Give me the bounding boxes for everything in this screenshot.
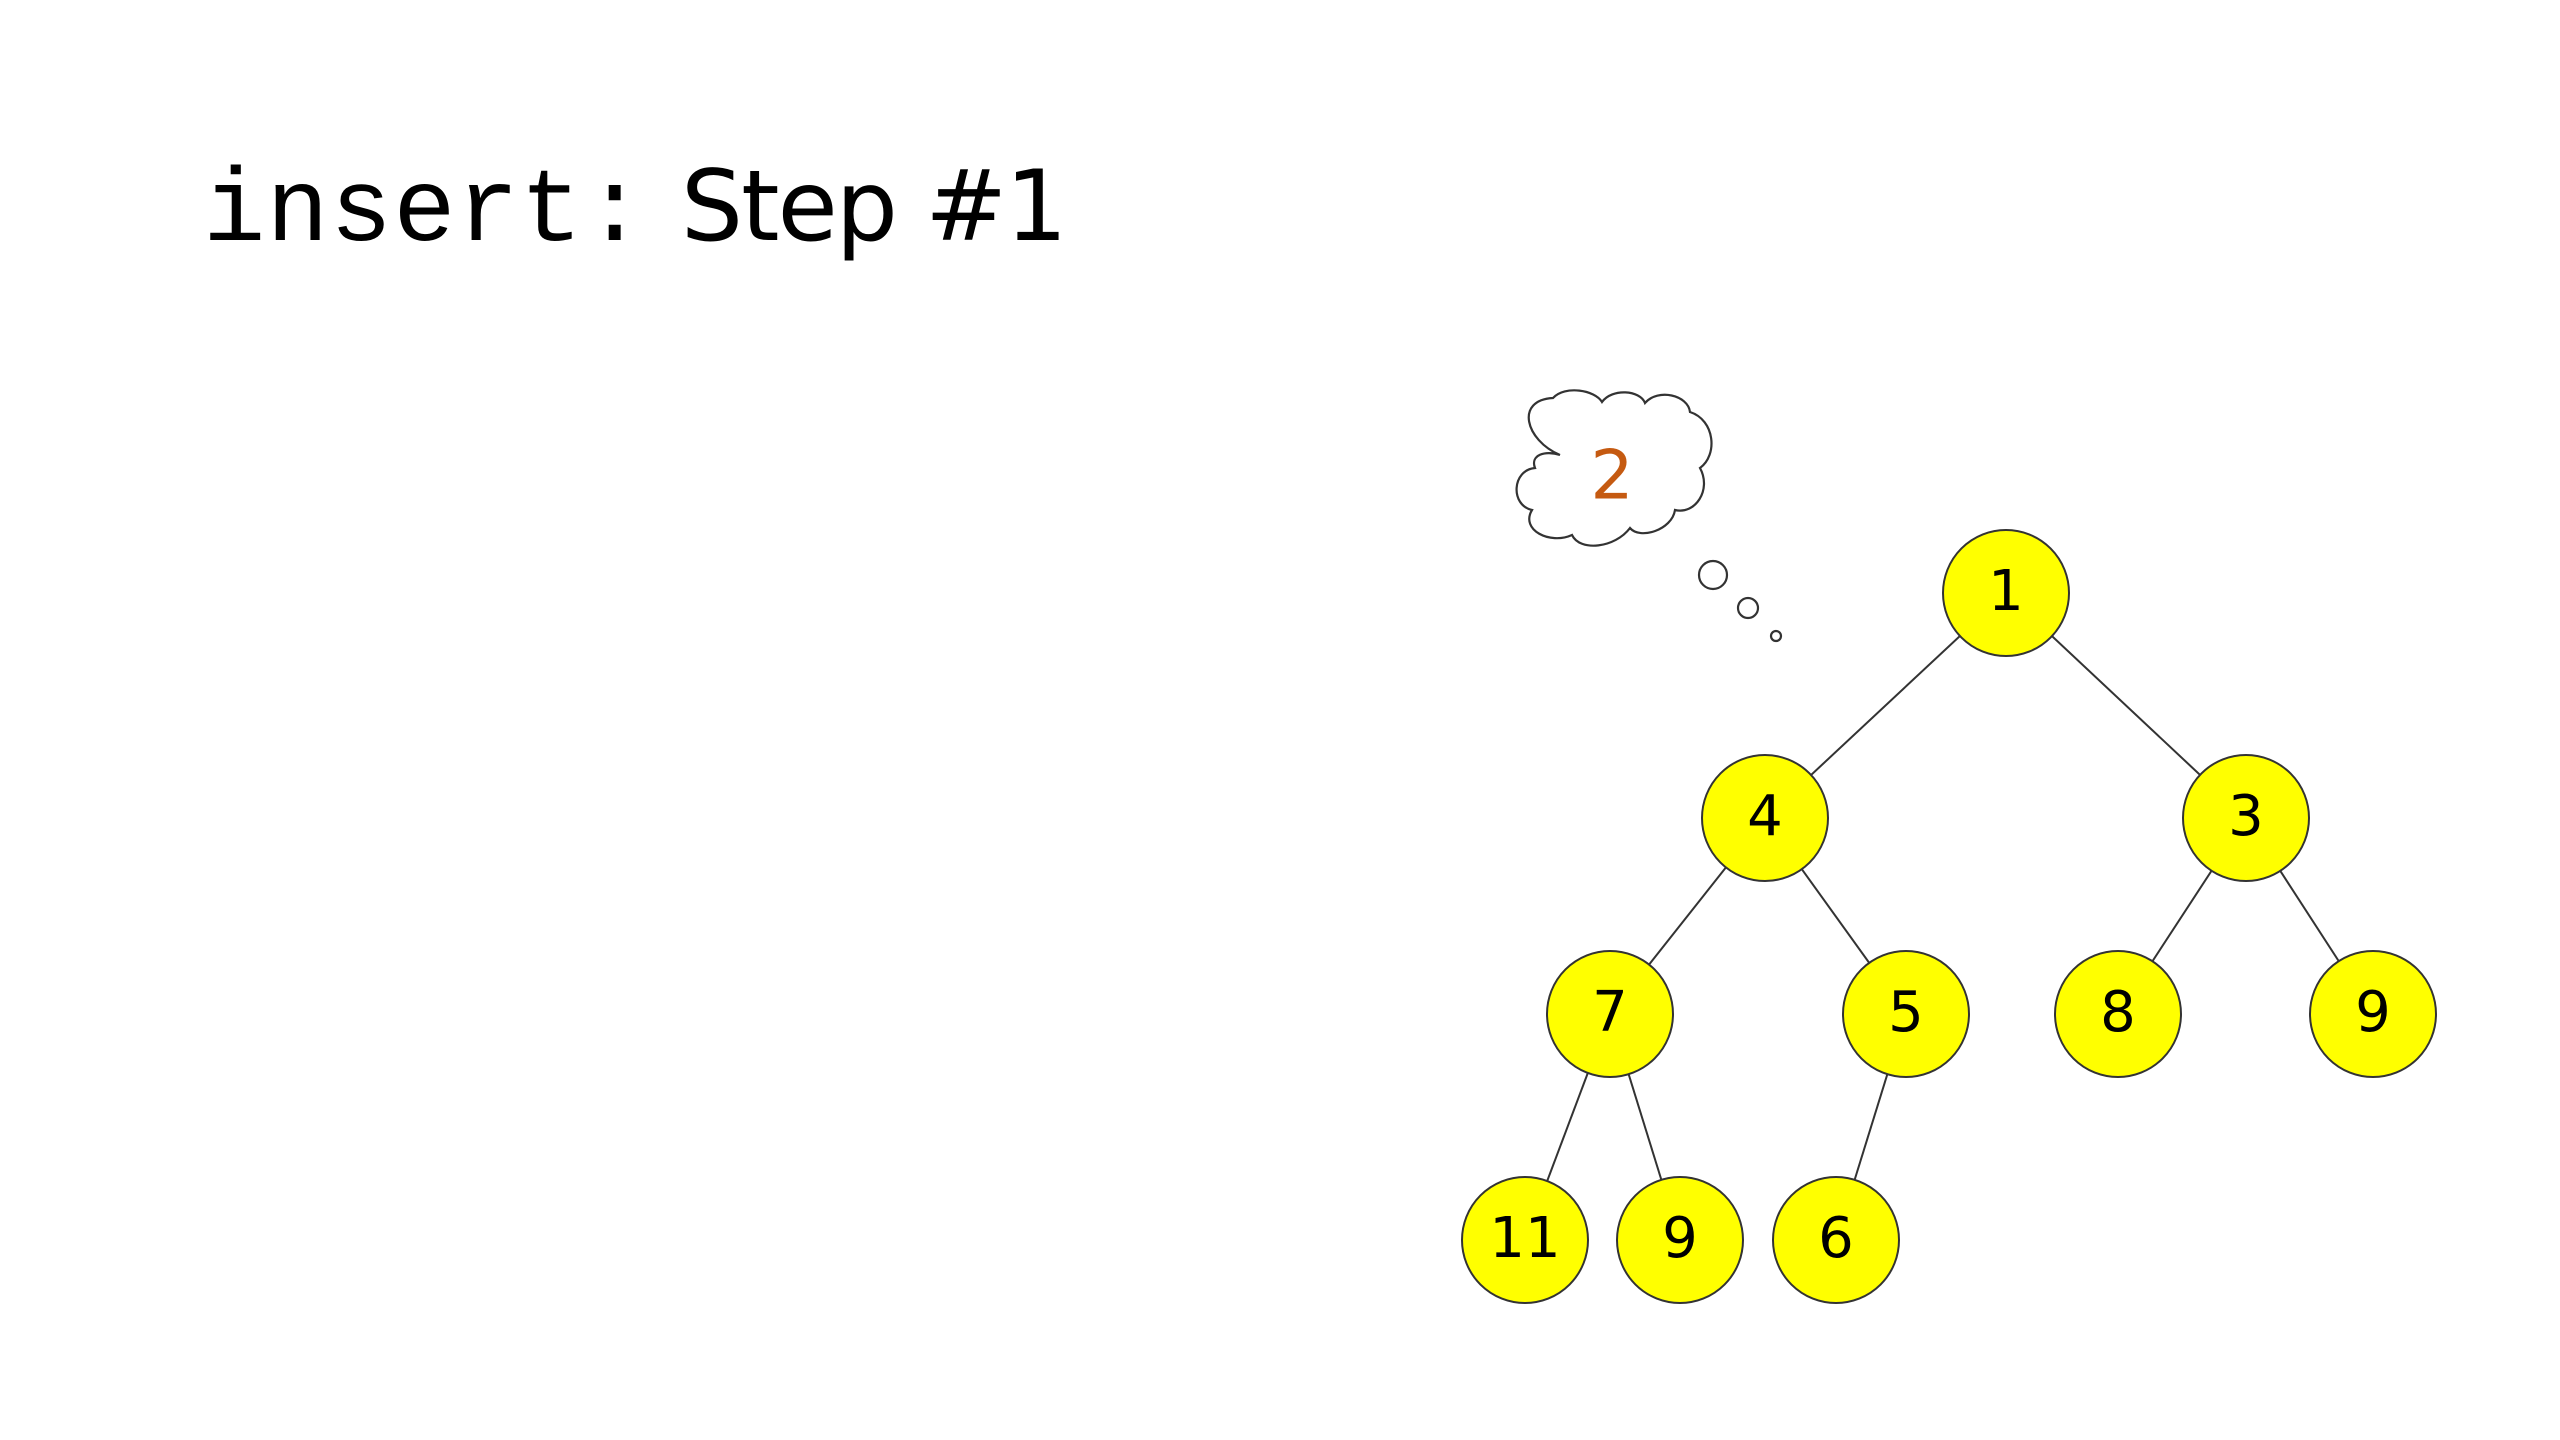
tree-node-label: 11	[1489, 1206, 1560, 1271]
thought-cloud: 2	[1515, 389, 1783, 643]
tree-node-n5: 8	[2054, 950, 2182, 1078]
title-text: Step #1	[680, 150, 1068, 264]
tree-node-label: 9	[1662, 1206, 1698, 1271]
tree-node-n6: 9	[2309, 950, 2437, 1078]
tree-node-circle	[1616, 1176, 1744, 1304]
tree-node-label: 8	[2100, 980, 2136, 1045]
tree-node-n8: 9	[1616, 1176, 1744, 1304]
title-code: insert:	[203, 154, 647, 272]
tree-node-label: 6	[1818, 1206, 1854, 1271]
tree-node-n1: 4	[1701, 754, 1829, 882]
tree-node-circle	[2309, 950, 2437, 1078]
tree-node-n3: 7	[1546, 950, 1674, 1078]
tree-node-label: 9	[2355, 980, 2391, 1045]
tree-node-n0: 1	[1942, 529, 2070, 657]
tree-node-circle	[1461, 1176, 1589, 1304]
cloud-shape	[1515, 389, 1713, 547]
tree-nodes: 1 4 3 7 5 8 9 11 9 6	[1461, 529, 2437, 1304]
tree-node-label: 3	[2228, 784, 2264, 849]
thought-value: 2	[1590, 437, 1633, 516]
tree-node-circle	[1842, 950, 1970, 1078]
tree-node-label: 5	[1888, 980, 1924, 1045]
tree-node-n9: 6	[1772, 1176, 1900, 1304]
tree-node-label: 1	[1988, 559, 2024, 624]
tree-node-circle	[1546, 950, 1674, 1078]
slide-title: insert: Step #1	[203, 150, 1068, 280]
thought-bubble-large	[1697, 559, 1729, 591]
tree-node-n7: 11	[1461, 1176, 1589, 1304]
tree-node-n4: 5	[1842, 950, 1970, 1078]
tree-edges	[1524, 592, 2374, 1241]
tree-node-label: 7	[1592, 980, 1628, 1045]
tree-node-circle	[2182, 754, 2310, 882]
tree-node-circle	[1701, 754, 1829, 882]
thought-bubble-small	[1769, 629, 1783, 643]
tree-node-circle	[1942, 529, 2070, 657]
tree-node-circle	[2054, 950, 2182, 1078]
tree-node-circle	[1772, 1176, 1900, 1304]
tree-node-label: 4	[1747, 784, 1783, 849]
thought-bubble-medium	[1736, 596, 1760, 620]
tree-node-n2: 3	[2182, 754, 2310, 882]
